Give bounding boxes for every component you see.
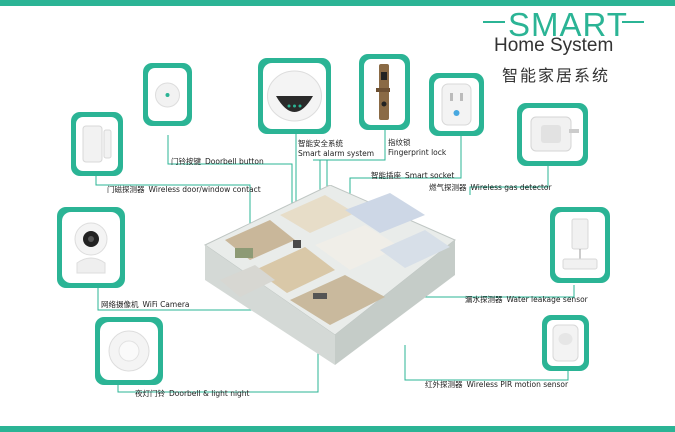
gas-detector-icon [522, 108, 583, 161]
label-camera-cn: 网络摄像机 [101, 300, 139, 309]
label-camera-en: WiFi Camera [142, 300, 190, 309]
card-alarm [258, 58, 331, 134]
doorbell-light-icon [100, 322, 158, 380]
label-doorbell: 门铃按键 Doorbell button [171, 156, 264, 167]
door-contact-icon [76, 117, 118, 171]
wifi-camera-icon [62, 212, 120, 283]
alarm-hub-icon [263, 63, 326, 129]
connector-door [95, 170, 251, 240]
page-subtitle: Home System [494, 35, 614, 56]
water-leak-icon [555, 212, 605, 278]
label-nightlight-cn: 夜灯门铃 [135, 389, 165, 398]
label-gas-en: Wireless gas detector [470, 183, 552, 192]
pir-sensor-icon [547, 320, 584, 366]
label-water-en: Water leakage sensor [506, 295, 588, 304]
connector-gas [469, 160, 549, 195]
label-doorbell-light: 夜灯门铃 Doorbell & light night [135, 388, 250, 399]
card-door-contact [71, 112, 123, 176]
label-alarm-cn: 智能安全系统 [298, 139, 343, 148]
title-rule-right [622, 21, 644, 23]
fingerprint-lock-icon [364, 59, 405, 125]
bottom-accent-band [0, 426, 675, 432]
page-subtitle-cn: 智能家居系统 [502, 66, 611, 85]
label-socket: 智能插座 Smart socket [371, 170, 454, 181]
label-doorbell-en: Doorbell button [205, 157, 264, 166]
card-pir [542, 315, 589, 371]
label-alarm-en: Smart alarm system [298, 149, 375, 158]
card-socket [429, 73, 484, 136]
label-socket-en: Smart socket [405, 171, 455, 180]
connector-camera [97, 288, 285, 311]
page-title: SMART [508, 6, 628, 43]
label-water-cn: 漏水探测器 [465, 295, 503, 304]
label-pir-en: Wireless PIR motion sensor [466, 380, 569, 389]
card-doorbell-light [95, 317, 163, 385]
label-door-cn: 门磁探测器 [107, 185, 145, 194]
connector-socket [349, 133, 462, 205]
label-pir-cn: 红外探测器 [425, 380, 463, 389]
smart-socket-icon [434, 78, 479, 131]
label-door-en: Wireless door/window contact [148, 185, 261, 194]
title-rule-left [483, 21, 505, 23]
card-lock [359, 54, 410, 130]
doorbell-icon [148, 68, 187, 121]
label-socket-cn: 智能插座 [371, 171, 401, 180]
card-water-leak [550, 207, 610, 283]
label-lock-en: Fingerprint lock [388, 148, 447, 157]
card-camera [57, 207, 125, 288]
label-lock-cn: 指纹锁 [388, 138, 411, 147]
card-gas [517, 103, 588, 166]
house-floorplan [204, 185, 456, 365]
label-gas-cn: 燃气探测器 [429, 183, 467, 192]
connector-nightlight [117, 330, 319, 393]
connector-pir [404, 345, 569, 381]
label-alarm: 智能安全系统 Smart alarm system [298, 139, 374, 159]
label-lock: 指纹锁 Fingerprint lock [388, 138, 446, 158]
label-doorbell-cn: 门铃按键 [171, 157, 201, 166]
label-nightlight-en: Doorbell & light night [169, 389, 250, 398]
card-doorbell [143, 63, 192, 126]
top-accent-band [0, 0, 675, 6]
